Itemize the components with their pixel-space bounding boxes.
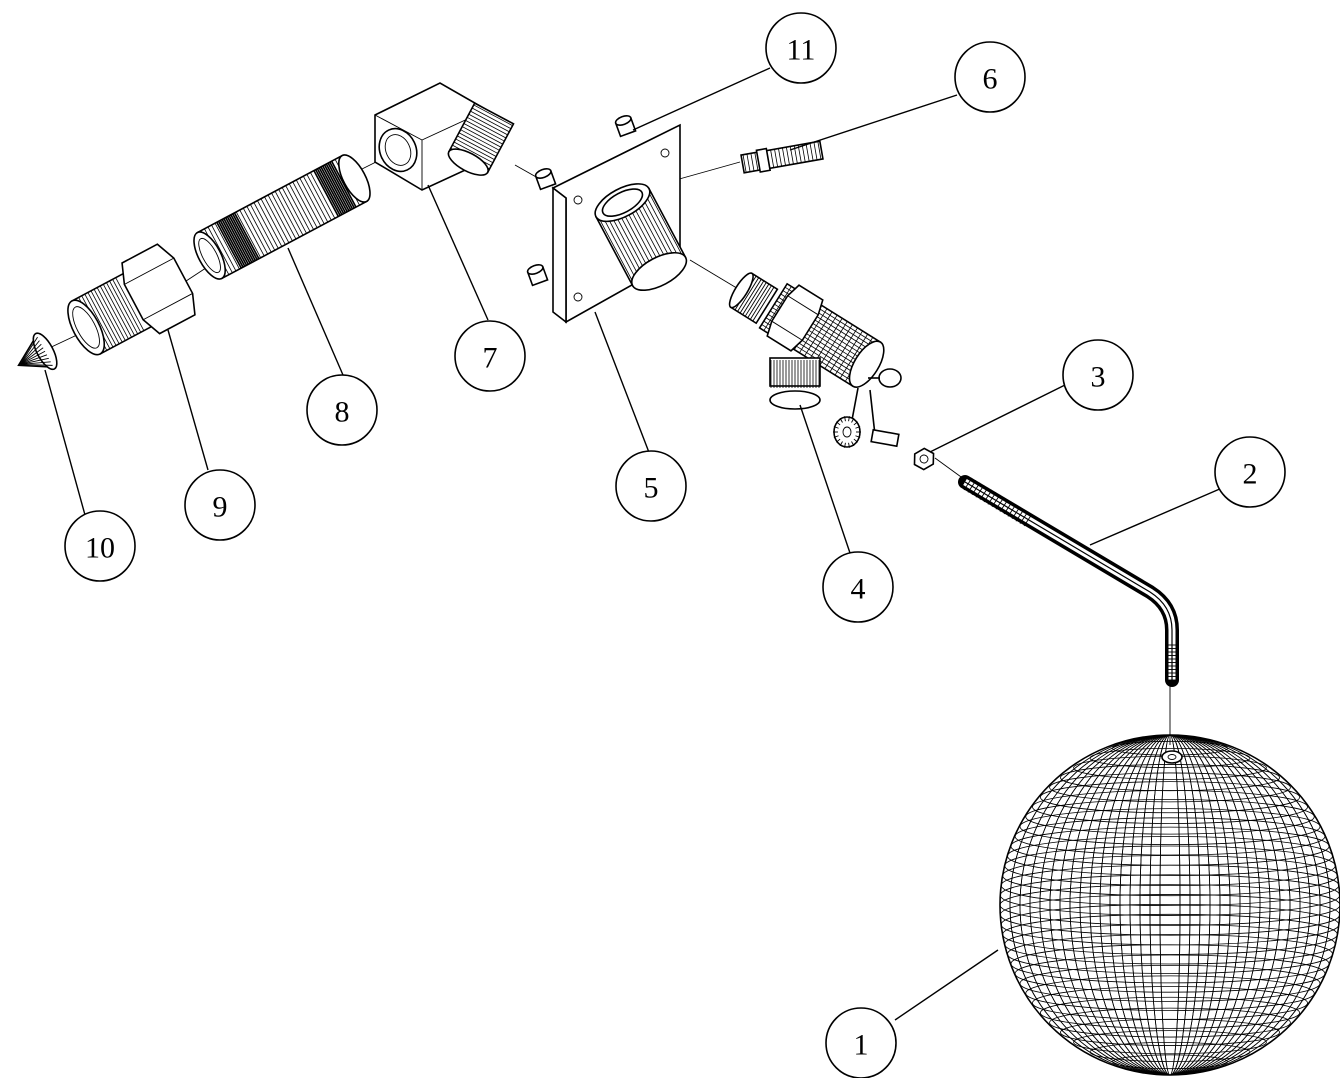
callout-5-label: 5 (644, 472, 659, 505)
mounting-flange (551, 123, 688, 324)
elbow-fitting (374, 82, 515, 191)
callout-3-label: 3 (1091, 361, 1106, 394)
hose-barb (740, 140, 824, 174)
float-rod (958, 475, 1179, 687)
nozzle-cone (17, 332, 58, 371)
valve-body (728, 272, 902, 448)
callout-6: 6 (954, 41, 1026, 113)
callout-10-label: 10 (85, 532, 115, 565)
flange-screws (526, 115, 637, 287)
callout-11-label: 11 (787, 34, 816, 67)
callout-11: 11 (765, 12, 837, 84)
callout-1: 1 (825, 1007, 897, 1078)
callout-6-label: 6 (983, 63, 998, 96)
threaded-nipple (193, 154, 371, 280)
callout-3: 3 (1062, 339, 1134, 411)
callout-5: 5 (615, 450, 687, 522)
callout-9: 9 (184, 469, 256, 541)
callout-9-label: 9 (213, 491, 228, 524)
float-ball (999, 734, 1340, 1076)
callout-4-label: 4 (851, 573, 866, 606)
callout-8-label: 8 (335, 396, 350, 429)
leader-lines (44, 67, 1223, 1021)
callout-2-label: 2 (1243, 458, 1258, 491)
callout-4: 4 (822, 551, 894, 623)
callout-10: 10 (64, 510, 136, 582)
hex-nut (913, 447, 935, 471)
callout-7-label: 7 (483, 342, 498, 375)
union-nut (67, 243, 196, 356)
callout-1-label: 1 (854, 1029, 869, 1062)
callout-8: 8 (306, 374, 378, 446)
callout-7: 7 (454, 320, 526, 392)
callout-2: 2 (1214, 436, 1286, 508)
